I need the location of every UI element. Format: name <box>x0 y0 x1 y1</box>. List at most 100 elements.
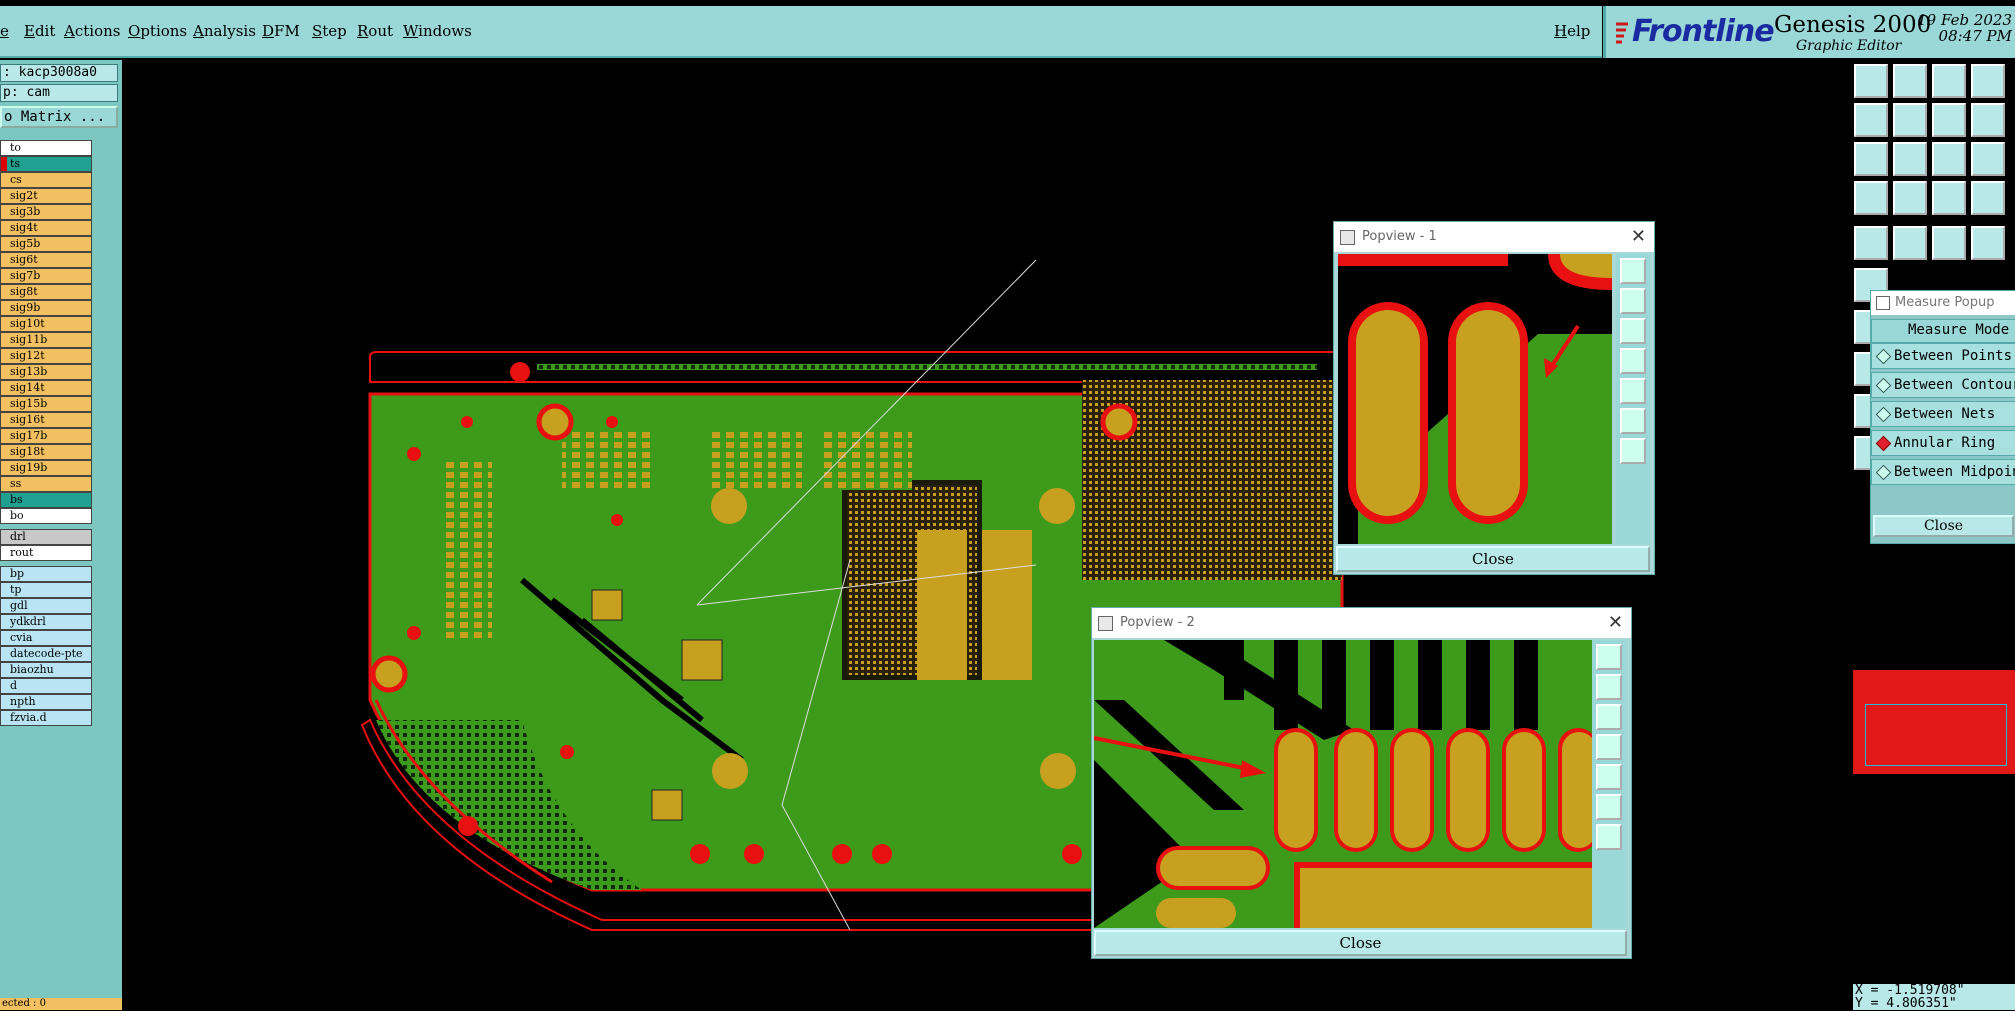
pan-right-icon[interactable] <box>1620 378 1646 404</box>
popview-1-titlebar[interactable]: Popview - 1 ✕ <box>1334 222 1654 252</box>
zoom-fit-icon[interactable] <box>1596 644 1622 670</box>
measure-option-nets[interactable]: Between Nets <box>1871 401 2015 427</box>
layer-sig11b[interactable]: sig11b <box>0 332 92 348</box>
close-icon[interactable]: ✕ <box>1607 612 1623 633</box>
layer-sig14t[interactable]: sig14t <box>0 380 92 396</box>
measure-option-annular-ring[interactable]: Annular Ring <box>1871 430 2015 456</box>
pan-left-icon[interactable] <box>1620 348 1646 374</box>
zoom-in-icon[interactable] <box>1620 408 1646 434</box>
layer-sig12t[interactable]: sig12t <box>0 348 92 364</box>
layer-sig7b[interactable]: sig7b <box>0 268 92 284</box>
measure-icon[interactable] <box>1893 226 1927 260</box>
zoom-right-icon[interactable] <box>1893 103 1927 137</box>
menu-edit[interactable]: Edit <box>24 22 56 40</box>
popview-2-titlebar[interactable]: Popview - 2 ✕ <box>1092 608 1631 638</box>
layer-sig2t[interactable]: sig2t <box>0 188 92 204</box>
layer-d[interactable]: d <box>0 678 92 694</box>
layer-drl[interactable]: drl <box>0 529 92 545</box>
layer-datecode-pte[interactable]: datecode-pte <box>0 646 92 662</box>
layer-ydkdrl[interactable]: ydkdrl <box>0 614 92 630</box>
zoom-extent-icon[interactable] <box>1854 142 1888 176</box>
layer-sig19b[interactable]: sig19b <box>0 460 92 476</box>
layer-npth[interactable]: npth <box>0 694 92 710</box>
measure-option-contours[interactable]: Between Contours <box>1871 372 2015 398</box>
pan-down-icon[interactable] <box>1596 704 1622 730</box>
menu-options[interactable]: Options <box>128 22 188 40</box>
layer-sig15b[interactable]: sig15b <box>0 396 92 412</box>
layer-sig13b[interactable]: sig13b <box>0 364 92 380</box>
layer-sig9b[interactable]: sig9b <box>0 300 92 316</box>
layer-to[interactable]: to <box>0 140 92 156</box>
zoom-left-icon[interactable] <box>1854 103 1888 137</box>
layer-bs[interactable]: bs <box>0 492 92 508</box>
measure-option-points[interactable]: Between Points <box>1871 343 2015 369</box>
menu-file[interactable]: e <box>0 22 9 40</box>
layer-sig17b[interactable]: sig17b <box>0 428 92 444</box>
zoom-home-icon[interactable] <box>1893 142 1927 176</box>
layer-icon[interactable] <box>1854 181 1888 215</box>
menu-bar: e Edit Actions Options Analysis DFM Step… <box>0 6 1602 58</box>
layer-tp[interactable]: tp <box>0 582 92 598</box>
zoom-out-icon[interactable] <box>1596 824 1622 850</box>
layer-sig16t[interactable]: sig16t <box>0 412 92 428</box>
snap-icon[interactable] <box>1971 103 2005 137</box>
net-highlight-icon[interactable] <box>1971 181 2005 215</box>
close-icon[interactable]: ✕ <box>1630 226 1646 247</box>
pan-down-icon[interactable] <box>1620 318 1646 344</box>
layer-biaozhu[interactable]: biaozhu <box>0 662 92 678</box>
layer-sig4t[interactable]: sig4t <box>0 220 92 236</box>
menu-rout[interactable]: Rout <box>357 22 394 40</box>
menu-help[interactable]: Help <box>1554 22 1591 40</box>
pan-up-icon[interactable] <box>1620 288 1646 314</box>
open-step-icon[interactable] <box>1854 64 1888 98</box>
measure-close-button[interactable]: Close <box>1873 515 2014 537</box>
pad-icon[interactable] <box>1971 226 2005 260</box>
layer-fzvia.d[interactable]: fzvia.d <box>0 710 92 726</box>
menu-dfm[interactable]: DFM <box>262 22 300 40</box>
minimap-viewport[interactable] <box>1865 704 2007 766</box>
menu-step[interactable]: Step <box>312 22 347 40</box>
menu-analysis[interactable]: Analysis <box>193 22 256 40</box>
layer-sig8t[interactable]: sig8t <box>0 284 92 300</box>
zoom-out-icon[interactable] <box>1620 438 1646 464</box>
measure-option-midpoints[interactable]: Between Midpoints <box>1871 459 2015 485</box>
help-icon[interactable] <box>1971 142 2005 176</box>
layer-gdl[interactable]: gdl <box>0 598 92 614</box>
layer-sig3b[interactable]: sig3b <box>0 204 92 220</box>
grid-icon[interactable] <box>1971 64 2005 98</box>
ruler-icon[interactable] <box>1932 226 1966 260</box>
measure-titlebar[interactable]: Measure Popup <box>1871 291 2015 315</box>
zoom-in-icon[interactable] <box>1596 794 1622 820</box>
menu-windows[interactable]: Windows <box>403 22 472 40</box>
layer-sig6t[interactable]: sig6t <box>0 252 92 268</box>
home-icon[interactable] <box>1932 64 1966 98</box>
layer-ss[interactable]: ss <box>0 476 92 492</box>
pan-right-icon[interactable] <box>1596 764 1622 790</box>
grid-toggle-icon[interactable] <box>1893 181 1927 215</box>
select-icon[interactable] <box>1854 226 1888 260</box>
pan-up-icon[interactable] <box>1596 674 1622 700</box>
zoom-fit-icon[interactable] <box>1620 258 1646 284</box>
layer-cs[interactable]: cs <box>0 172 92 188</box>
overview-minimap[interactable] <box>1853 670 2015 774</box>
popview-1-view[interactable] <box>1338 254 1612 544</box>
popview-2-close-button[interactable]: Close <box>1094 930 1627 956</box>
scale-icon[interactable] <box>1932 142 1966 176</box>
matrix-button[interactable]: o Matrix ... <box>0 106 118 128</box>
layer-rout[interactable]: rout <box>0 545 92 561</box>
option-label: Between Midpoints <box>1894 464 2015 480</box>
layer-sig5b[interactable]: sig5b <box>0 236 92 252</box>
layer-bp[interactable]: bp <box>0 566 92 582</box>
net-icon[interactable] <box>1932 181 1966 215</box>
zoom-back-icon[interactable] <box>1932 103 1966 137</box>
layer-sig10t[interactable]: sig10t <box>0 316 92 332</box>
layer-ts[interactable]: ts <box>0 156 92 172</box>
menu-actions[interactable]: Actions <box>64 22 121 40</box>
layer-bo[interactable]: bo <box>0 508 92 524</box>
pan-left-icon[interactable] <box>1596 734 1622 760</box>
layer-cvia[interactable]: cvia <box>0 630 92 646</box>
popview-1-close-button[interactable]: Close <box>1336 546 1650 572</box>
layer-sig18t[interactable]: sig18t <box>0 444 92 460</box>
popview-2-view[interactable] <box>1094 640 1592 928</box>
save-icon[interactable] <box>1893 64 1927 98</box>
